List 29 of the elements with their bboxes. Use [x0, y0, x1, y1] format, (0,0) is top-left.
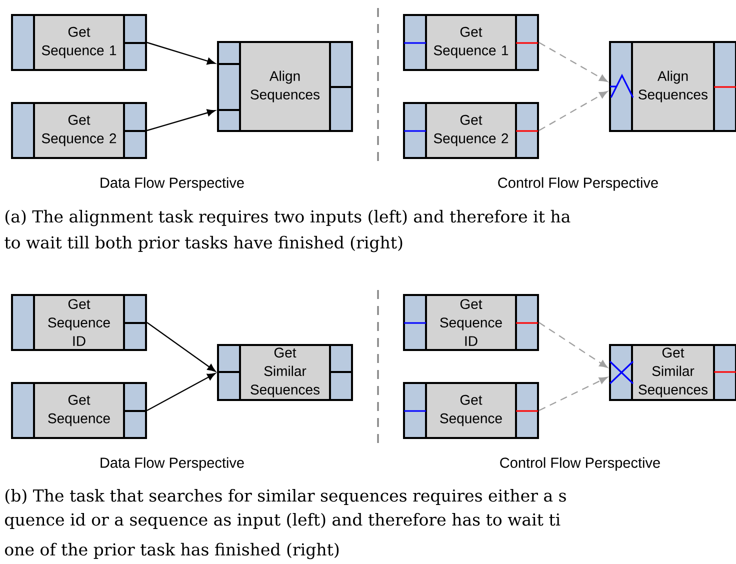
task-box: Align Sequences	[609, 41, 736, 132]
panel-title: Control Flow Perspective	[500, 457, 660, 471]
panel-title: Data Flow Perspective	[100, 177, 244, 191]
panel-title: Control Flow Perspective	[498, 177, 658, 191]
arrow	[146, 42, 216, 65]
task-box: Get Similar Sequences	[217, 344, 353, 401]
panel-title: Data Flow Perspective	[100, 457, 244, 471]
caption-text: one of the prior task has finished (right)	[5, 542, 339, 560]
caption-text: (a) The alignment task requires two inputs (left) and therefore it ha	[6, 210, 570, 226]
task-box: Get Similar Sequences	[609, 344, 736, 401]
arrow	[538, 376, 608, 412]
task-box: Get Sequence 1	[403, 14, 539, 71]
arrow	[146, 373, 216, 412]
arrow	[146, 322, 216, 372]
arrow	[538, 91, 608, 132]
task-box: Get Sequence 2	[11, 102, 147, 159]
arrow	[538, 322, 608, 368]
caption-text: to wait till both prior tasks have finished (right)	[4, 236, 402, 252]
task-box: Get Sequence 1	[11, 14, 147, 71]
task-box: Align Sequences	[217, 41, 353, 132]
task-box: Get Sequence ID	[11, 294, 147, 351]
task-box: Get Sequence ID	[403, 294, 539, 351]
arrow	[538, 42, 608, 82]
task-box: Get Sequence	[403, 382, 539, 439]
caption-text: (b) The task that searches for similar sequences requires either a s	[6, 489, 566, 505]
task-box: Get Sequence	[11, 382, 147, 439]
arrow	[146, 109, 216, 132]
caption-text: quence id or a sequence as input (left) and therefore has to wait ti	[5, 513, 560, 529]
task-box: Get Sequence 2	[403, 102, 539, 159]
